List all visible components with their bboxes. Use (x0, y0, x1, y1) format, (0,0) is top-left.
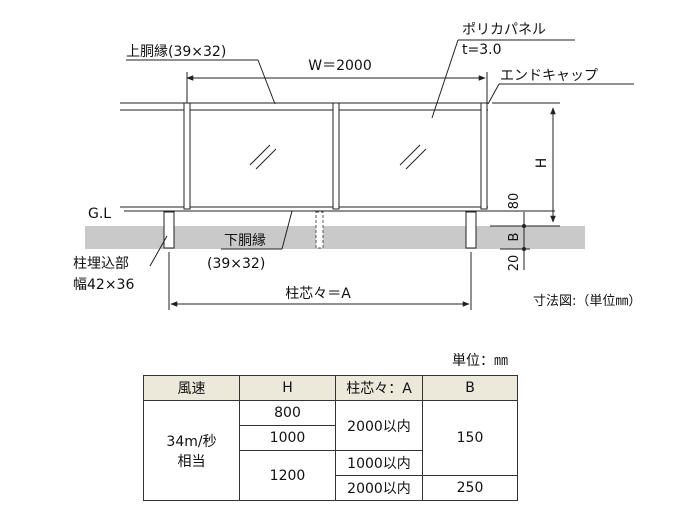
table-header-row: 風速 H 柱芯々：A B (143, 375, 518, 401)
right-panel-glare-2 (405, 148, 427, 170)
height-label: H (534, 158, 550, 169)
panel-thickness-label: t=3.0 (462, 42, 501, 58)
header-wind: 風速 (143, 375, 240, 401)
post-embed-leader (149, 235, 168, 267)
dim-20-label: 20 (507, 255, 522, 272)
dim-b-label: B (507, 233, 522, 242)
middle-post (332, 102, 340, 210)
ground-line-label: G.L (88, 206, 111, 222)
dim-80-label: 80 (507, 193, 522, 210)
left-post (183, 102, 191, 210)
bottom-rail-leader (281, 210, 293, 250)
top-rail-leader (257, 59, 276, 105)
header-b: B (422, 375, 518, 401)
header-h: H (239, 375, 336, 401)
table-row: 34m/秒 相当 800 2000以内 150 (143, 400, 518, 501)
dim-dot-1 (522, 224, 526, 228)
top-rail-label: 上胴縁(39×32) (126, 44, 226, 60)
table-row: 1200 1000以内 (144, 450, 518, 501)
end-cap-label: エンドキャップ (500, 68, 598, 84)
post-width-label: 幅42×36 (73, 277, 134, 293)
left-post-embed (163, 211, 175, 249)
wind-speed-value: 34m/秒 (166, 433, 217, 450)
ground-band (85, 226, 585, 249)
right-post-embed (465, 211, 477, 249)
left-panel (189, 109, 334, 208)
h-cell-1000: 1000 (239, 425, 336, 451)
right-panel-glare (399, 144, 421, 166)
bottom-rail-label: 下胴縁 (224, 233, 266, 249)
panel-name-label: ポリカパネル (462, 22, 546, 38)
dimension-legend: 寸法図:（単位㎜） (533, 293, 641, 309)
left-panel-glare (249, 144, 271, 166)
a-cell-2000: 2000以内 (335, 400, 423, 451)
right-panel (338, 109, 482, 208)
h-cell-800: 800 (239, 400, 336, 426)
b-cell-150: 150 (422, 400, 518, 476)
dim-dot-2 (522, 247, 526, 251)
panel-leader (431, 39, 459, 119)
h-cell-1200: 1200 (239, 450, 336, 501)
wind-speed-note: 相当 (177, 453, 206, 470)
center-post-embed (315, 211, 324, 249)
bottom-rail-size-label: (39×32) (207, 256, 265, 272)
table-row: 2000以内 250 (144, 475, 518, 501)
table-unit-label: 単位：㎜ (452, 353, 508, 369)
a-cell-2000-b: 2000以内 (335, 475, 423, 501)
post-embed-label: 柱埋込部 (73, 256, 129, 272)
pitch-label: 柱芯々＝A (285, 286, 351, 302)
wind-speed-cell: 34m/秒 相当 (143, 400, 240, 501)
header-a: 柱芯々：A (335, 375, 423, 401)
spec-table: 風速 H 柱芯々：A B 34m/秒 相当 800 2000以内 150 100… (143, 375, 518, 501)
a-cell-1000: 1000以内 (335, 450, 423, 476)
end-cap-leader (487, 83, 500, 105)
width-label: W＝2000 (308, 58, 371, 74)
fence-dimension-drawing: W＝2000 上胴縁(39×32) ポリカパネル t=3.0 エンドキャップ H… (73, 22, 641, 310)
right-post (480, 102, 488, 210)
left-panel-glare-2 (255, 148, 277, 170)
b-cell-250: 250 (422, 475, 518, 501)
